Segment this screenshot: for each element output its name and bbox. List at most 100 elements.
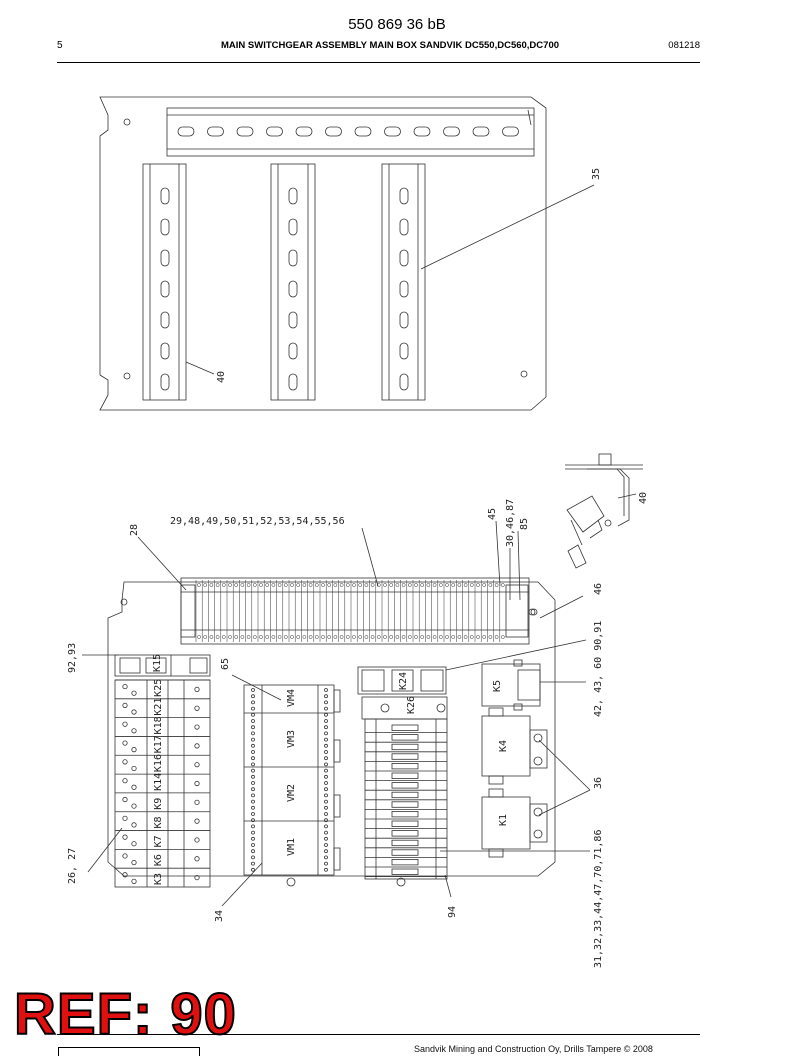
fuse-element	[391, 801, 419, 808]
terminal-screw	[401, 583, 406, 587]
terminal-screw	[401, 635, 406, 639]
module-terminal	[324, 700, 328, 705]
terminal-screw	[345, 635, 350, 639]
relay-screw	[122, 740, 128, 746]
module-terminal	[251, 855, 255, 860]
rail-slot	[399, 373, 409, 391]
terminal-screw	[482, 635, 487, 639]
relay-screw	[194, 724, 200, 730]
terminal-screw	[500, 583, 505, 587]
module-terminal	[324, 836, 328, 841]
relay-screw	[122, 721, 128, 727]
relay-screw	[122, 796, 128, 803]
page-number: 5	[57, 40, 63, 51]
copyright-text: Sandvik Mining and Construction Oy, Dril…	[414, 1044, 653, 1054]
module-terminal	[324, 768, 328, 773]
terminal-screw	[321, 635, 325, 639]
module-terminal	[324, 750, 328, 754]
rail-slot	[399, 342, 409, 360]
callout-40a: 40	[216, 371, 227, 383]
terminal-screw	[376, 583, 381, 587]
vm-module-block	[243, 684, 341, 887]
module-terminal	[251, 818, 255, 823]
fuse-element	[391, 763, 419, 770]
relay-screw	[122, 834, 128, 840]
module-terminal	[251, 737, 255, 742]
module-terminal	[251, 849, 255, 854]
label-k5: K5	[492, 680, 503, 692]
module-terminal	[324, 830, 328, 835]
terminal-screw	[215, 635, 220, 639]
module-terminal	[324, 762, 328, 767]
terminal-screw	[414, 583, 418, 587]
vm-module-label: VM2	[286, 784, 297, 802]
callout-85: 85	[519, 518, 530, 530]
terminal-screw	[414, 635, 418, 639]
fuse-element	[391, 753, 419, 760]
fuse-element	[391, 839, 419, 847]
terminal-screw	[463, 583, 468, 587]
relay-label: K16	[153, 754, 164, 772]
relay-screw	[194, 874, 200, 881]
terminal-screw	[203, 635, 208, 639]
rail-slot	[399, 280, 409, 298]
terminal-screw	[209, 635, 214, 639]
module-terminal	[324, 861, 328, 866]
module-terminal	[251, 799, 255, 804]
vm-module-label: VM1	[286, 838, 297, 856]
terminal-screw	[451, 583, 456, 587]
terminal-screw	[265, 583, 270, 587]
din-rail-vertical-middle	[270, 163, 316, 401]
terminal-screw	[271, 583, 276, 587]
relay-screw	[194, 780, 200, 787]
terminal-screw	[494, 635, 499, 639]
module-terminal	[324, 731, 328, 736]
callout-92: 92,93	[67, 643, 78, 673]
terminal-screw	[327, 583, 332, 587]
module-terminal	[251, 712, 255, 717]
terminal-screw	[420, 635, 425, 639]
terminal-screw	[228, 635, 232, 639]
callout-34: 34	[214, 910, 225, 922]
terminal-screw	[358, 635, 363, 639]
terminal-screw	[339, 635, 344, 639]
terminal-screw	[370, 583, 375, 587]
terminal-screw	[302, 635, 307, 639]
terminal-strip	[180, 577, 536, 645]
din-rail-horizontal	[166, 107, 535, 157]
relay-screw	[122, 702, 128, 709]
terminal-screw	[240, 635, 245, 639]
module-terminal	[324, 855, 328, 860]
rail-slot	[160, 249, 170, 267]
terminal-screw	[488, 635, 493, 639]
leader-40a	[185, 361, 215, 375]
module-terminal	[251, 793, 255, 798]
terminal-screw	[445, 635, 449, 639]
rail-slot	[399, 249, 409, 267]
footer-rule	[57, 1034, 700, 1035]
terminal-screw	[389, 583, 394, 587]
terminal-screw	[389, 635, 394, 639]
fuse-terminal-block	[364, 718, 448, 887]
terminal-screw	[463, 635, 468, 639]
callout-45: 45	[487, 508, 498, 520]
module-terminal	[251, 750, 255, 754]
module-terminal	[251, 843, 255, 847]
fuse-element	[391, 734, 419, 741]
relay-k24-k26-block	[357, 666, 448, 720]
module-terminal	[251, 725, 255, 730]
ref-badge: REF: 90	[13, 982, 237, 1047]
terminal-screw	[370, 635, 375, 639]
terminal-screw	[259, 635, 263, 639]
contactor-k1	[481, 788, 548, 858]
relay-screw	[131, 765, 137, 772]
rail-slot	[288, 342, 298, 360]
terminal-screw	[352, 583, 356, 587]
leader-35	[420, 184, 595, 270]
terminal-screw	[290, 583, 294, 587]
terminal-screw	[426, 635, 431, 639]
rail-slot	[177, 126, 195, 137]
module-terminal	[251, 731, 255, 736]
label-k26: K26	[406, 696, 417, 714]
module-terminal	[251, 824, 255, 829]
